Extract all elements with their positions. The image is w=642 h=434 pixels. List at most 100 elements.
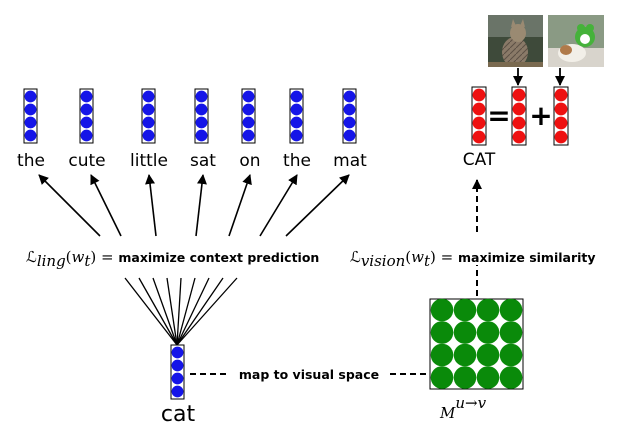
vector-cell [242,116,255,129]
vector-cell [242,103,255,116]
vector-cell [343,129,356,142]
vector-cell [142,90,155,103]
arrow-to-the-2 [259,174,298,237]
vector-cell [512,88,526,102]
svg-text:ℒling(wt) = maximize context p: ℒling(wt) = maximize context prediction [26,248,319,270]
ling-loss-subscript: ling [37,252,66,270]
vector-cell [142,129,155,142]
context-word-sat: sat [190,151,216,171]
image-vector-2 [553,86,569,146]
matrix-cell [499,366,523,389]
vector-cell [80,129,93,142]
vector-cell [554,102,568,116]
arrow-to-the [38,174,101,237]
ling-loss-variable: w [72,248,85,266]
concept-label: CAT [463,150,496,170]
vector-cell [80,103,93,116]
context-vector-1 [23,88,38,144]
concept-vector [471,86,487,146]
vector-cell [195,103,208,116]
vector-cell [195,90,208,103]
cat-image-1 [488,15,543,67]
context-vector-2 [79,88,94,144]
vector-cell [24,90,37,103]
visual-mapping: map to visual space [190,364,428,384]
context-vector-3 [141,88,156,144]
matrix-cell [453,343,477,367]
vector-cell [554,116,568,130]
matrix-cell [499,343,523,367]
ling-loss-variable-subscript: t [84,252,91,270]
vector-cell [242,90,255,103]
context-word-on: on [239,151,260,171]
vector-cell [290,129,303,142]
word-context-fan [124,277,238,346]
vector-cell [472,88,486,102]
vector-cell [472,116,486,130]
vector-cell [171,372,184,385]
vector-cell [24,129,37,142]
context-vector-4 [194,88,209,144]
vector-cell [290,103,303,116]
context-prediction-arrows [38,174,350,237]
arrow-to-cute [90,174,122,237]
matrix-cell [453,366,477,389]
vector-cell [195,129,208,142]
context-word-vectors [23,88,357,144]
arrow-to-mat [285,174,350,237]
plus-symbol: + [529,99,552,132]
matrix-cell [430,298,454,322]
context-word-labels: the cute little sat on the mat [17,151,367,171]
matrix-label: Mu→v [439,394,487,422]
vector-cell [142,103,155,116]
vector-cell [554,88,568,102]
vector-cell [80,116,93,129]
matrix-cell [453,321,477,344]
arrow-to-little [145,174,157,237]
context-word-mat: mat [333,151,367,171]
matrix-cell [476,298,500,322]
svg-text:ℒvision(wt) = maximize similar: ℒvision(wt) = maximize similarity [350,248,596,270]
vector-cell [24,103,37,116]
image-vector-1 [511,86,527,146]
vector-cell [171,346,184,359]
context-word-the-2: the [283,151,311,171]
matrix-label-superscript: u→v [455,394,486,412]
linguistic-objective: ℒling(wt) = maximize context prediction [26,248,319,270]
vision-loss-variable: w [411,248,424,266]
vector-cell [472,102,486,116]
matrix-cell [430,366,454,389]
vector-cell [290,116,303,129]
vector-cell [343,103,356,116]
vector-cell [242,129,255,142]
vector-cell [554,130,568,144]
mapping-matrix [429,298,524,390]
context-word-cute: cute [68,151,105,171]
matrix-label-base: M [439,404,456,422]
vector-cell [343,116,356,129]
vector-cell [290,90,303,103]
vector-cell [80,90,93,103]
matrix-cell [476,321,500,344]
context-vector-6 [289,88,304,144]
context-word-the: the [17,151,45,171]
vision-objective-text: maximize similarity [458,250,596,265]
vector-cell [512,102,526,116]
vector-cell [171,359,184,372]
vector-cell [343,90,356,103]
context-vector-5 [241,88,256,144]
vision-loss-variable-subscript: t [424,252,431,270]
cat-image-2 [548,15,604,67]
matrix-cell [430,321,454,344]
matrix-cell [476,366,500,389]
visual-concept-vectors [471,86,569,146]
vector-cell [142,116,155,129]
arrow-to-sat [195,174,207,237]
matrix-cell [499,298,523,322]
image-arrows [513,68,565,86]
target-word-label: cat [161,402,196,427]
vision-objective: ℒvision(wt) = maximize similarity [350,248,596,270]
ling-objective-text: maximize context prediction [118,250,319,265]
vision-loss-subscript: vision [361,252,405,270]
vector-cell [24,116,37,129]
